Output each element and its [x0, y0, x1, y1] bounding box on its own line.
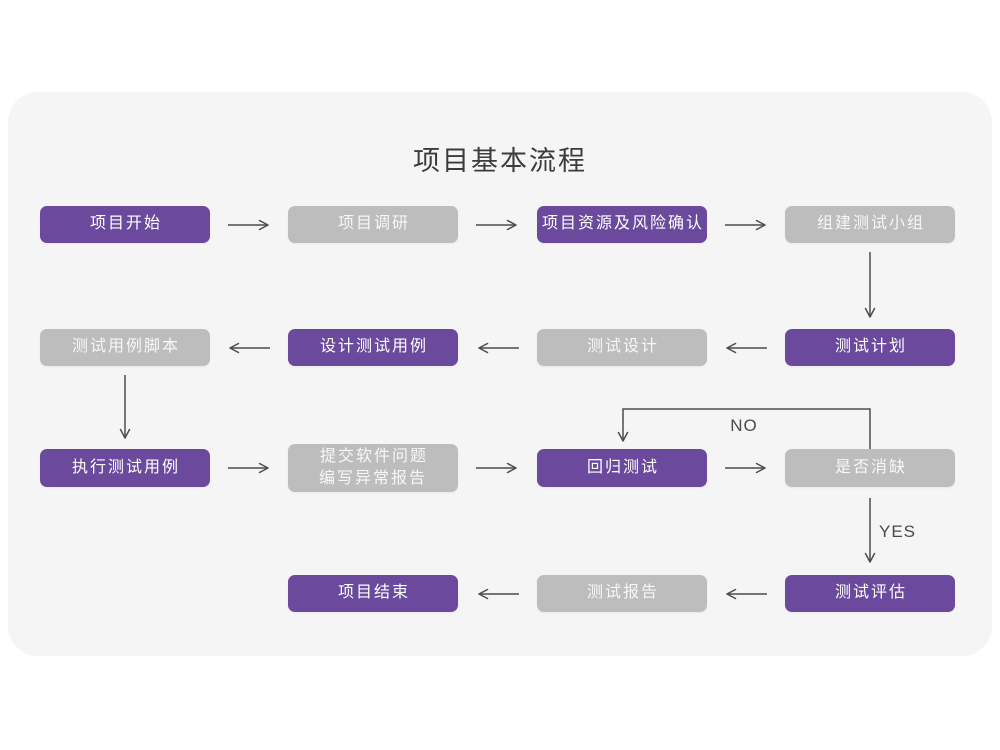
flowchart-card	[8, 92, 992, 656]
flow-node-label: 测试用例脚本	[71, 338, 180, 356]
page-title: 项目基本流程	[413, 146, 587, 176]
flow-node-label: 测试评估	[834, 584, 907, 602]
flow-node-design-case: 设计测试用例	[288, 329, 458, 366]
flow-node-label: 测试计划	[834, 338, 907, 356]
flow-node-label: 项目结束	[337, 584, 410, 602]
flow-node-label: 执行测试用例	[71, 458, 180, 476]
flow-node-build-test-team: 组建测试小组	[785, 206, 955, 243]
edge-label-no: NO	[730, 416, 758, 435]
flow-node-label: 测试设计	[586, 338, 659, 356]
flow-node-resource-risk: 项目资源及风险确认	[537, 206, 707, 243]
flow-node-label: 是否消缺	[834, 458, 907, 476]
flow-node-defect-cleared: 是否消缺	[785, 449, 955, 487]
flow-node-label: 测试报告	[586, 584, 659, 602]
flow-node-test-evaluate: 测试评估	[785, 575, 955, 612]
flow-node-regression-test: 回归测试	[537, 449, 707, 487]
flow-node-label: 项目调研	[337, 215, 410, 233]
flow-node-project-survey: 项目调研	[288, 206, 458, 243]
flow-node-case-script: 测试用例脚本	[40, 329, 210, 366]
flow-node-test-plan: 测试计划	[785, 329, 955, 366]
flow-node-project-end: 项目结束	[288, 575, 458, 612]
flow-node-test-report: 测试报告	[537, 575, 707, 612]
flow-node-label: 回归测试	[586, 458, 659, 476]
flow-node-label: 提交软件问题 编写异常报告	[318, 447, 428, 487]
flow-node-label: 项目开始	[89, 215, 162, 233]
flow-node-label: 组建测试小组	[816, 215, 925, 233]
flow-node-label: 设计测试用例	[319, 338, 428, 356]
flow-node-submit-issue: 提交软件问题 编写异常报告	[288, 444, 458, 492]
flow-node-test-design: 测试设计	[537, 329, 707, 366]
flow-node-label: 项目资源及风险确认	[541, 215, 704, 233]
edge-label-yes: YES	[879, 522, 917, 541]
flow-node-execute-case: 执行测试用例	[40, 449, 210, 487]
flow-node-project-start: 项目开始	[40, 206, 210, 243]
